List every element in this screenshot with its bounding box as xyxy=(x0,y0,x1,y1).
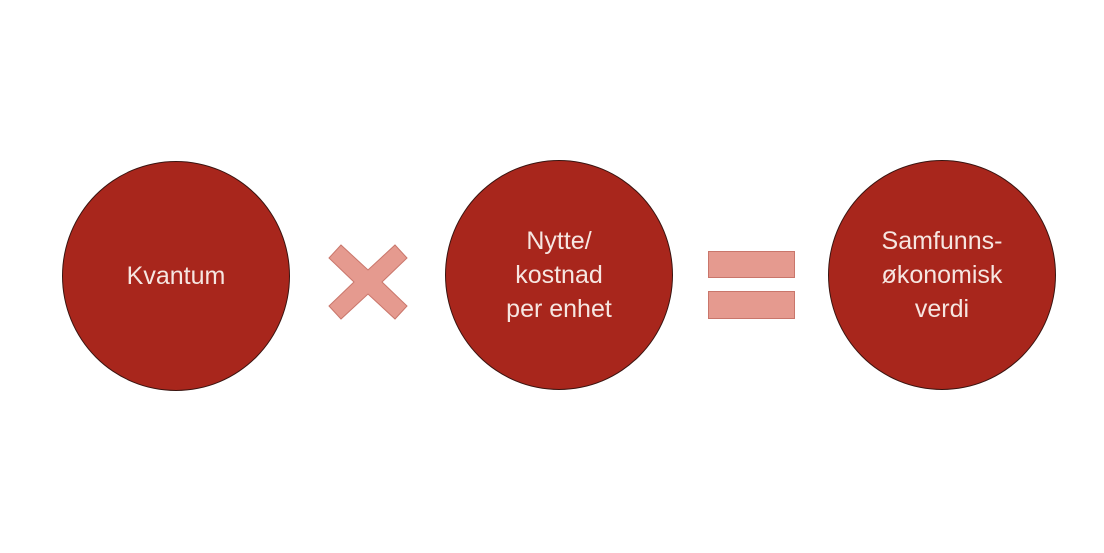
circle-benefit-cost-per-unit: Nytte/ kostnad per enhet xyxy=(445,160,673,390)
equals-bar-top xyxy=(708,251,795,278)
circle-quantity: Kvantum xyxy=(62,161,290,391)
circle-quantity-label: Kvantum xyxy=(126,262,226,290)
equals-bar-bottom xyxy=(708,291,795,319)
circle-socioeconomic-label: Samfunns- økonomisk verdi xyxy=(881,227,1003,323)
circle-socioeconomic-value: Samfunns- økonomisk verdi xyxy=(828,160,1056,390)
circle-benefit-cost-label: Nytte/ kostnad per enhet xyxy=(506,227,612,323)
multiply-icon xyxy=(327,243,409,321)
